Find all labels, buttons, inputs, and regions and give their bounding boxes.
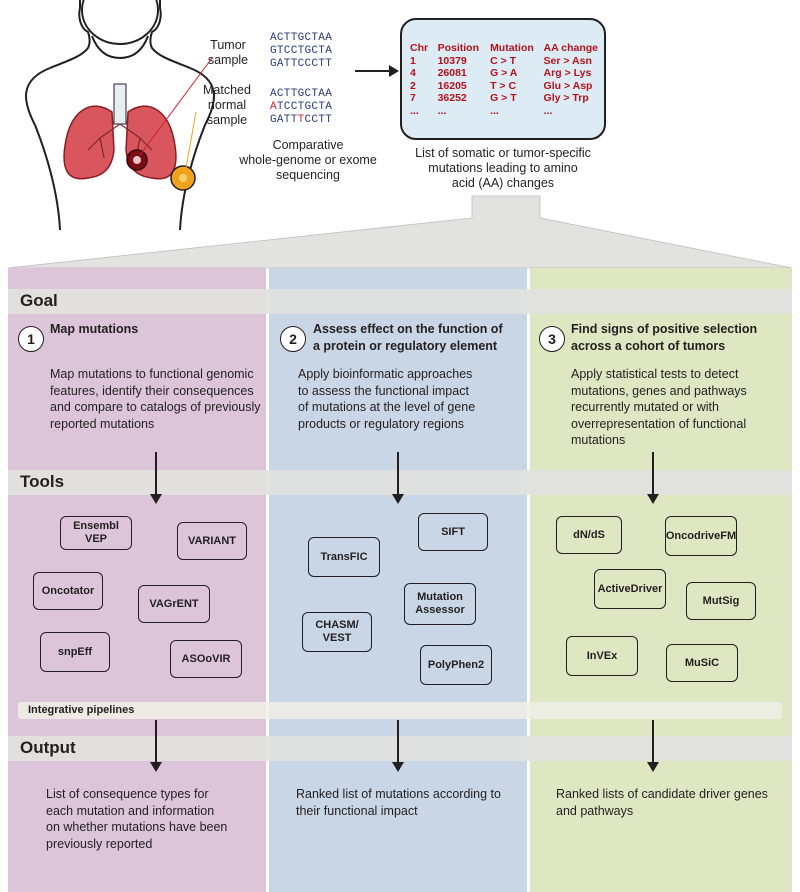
goal-title-1: Map mutations: [50, 322, 139, 336]
arrow-goal-tools-2: [392, 452, 404, 504]
header-mutation: Mutation: [490, 42, 534, 54]
goal-band: [8, 289, 792, 314]
table-row: ............: [410, 104, 553, 117]
arrow-to-list: [355, 65, 399, 77]
tool-variant: VARIANT: [177, 522, 247, 560]
tools-band: [8, 470, 792, 495]
pipelines-label: Integrative pipelines: [28, 704, 135, 716]
header-position: Position: [437, 42, 479, 54]
tool-chasm-vest: CHASM/ VEST: [302, 612, 372, 652]
arrow-tools-output-2: [392, 720, 404, 772]
tools-heading: Tools: [20, 472, 65, 491]
header-aa-change: AA change: [543, 42, 598, 54]
tool-asoovir: ASOoVIR: [170, 640, 242, 678]
tool-invex: InVEx: [566, 636, 638, 676]
goal-heading: Goal: [20, 291, 58, 310]
header-chr: Chr: [410, 42, 429, 54]
tool-activedriver: ActiveDriver: [594, 569, 666, 609]
tool-snpeff: snpEff: [40, 632, 110, 672]
tool-dnds: dN/dS: [556, 516, 622, 554]
tool-transfic: TransFIC: [308, 537, 380, 577]
column-functional-impact: [269, 268, 527, 892]
tool-music: MuSiC: [666, 644, 738, 682]
pipelines-band: [18, 702, 782, 719]
normal-sequences: ACTTGCTAA ATCCTGCTA GATTTCCTT: [270, 88, 333, 126]
arrow-tools-output-1: [150, 720, 162, 772]
output-heading: Output: [20, 738, 76, 757]
step-number-3: 3: [539, 326, 565, 352]
output-band: [8, 736, 792, 761]
zoom-funnel: [7, 195, 793, 269]
tumor-sequences: ACTTGCTAA GTCCTGCTA GATTCCCTT: [270, 32, 333, 70]
table-header-row: Chr Position Mutation AA change: [410, 42, 604, 55]
arrow-goal-tools-1: [150, 452, 162, 504]
step-number-1: 1: [18, 326, 44, 352]
patient-illustration: [25, 0, 215, 231]
arrow-goal-tools-3: [647, 452, 659, 504]
arrow-tools-output-3: [647, 720, 659, 772]
column-map-mutations: [8, 268, 266, 892]
tool-sift: SIFT: [418, 513, 488, 551]
tool-mutsig: MutSig: [686, 582, 756, 620]
column-positive-selection: [530, 268, 792, 892]
tool-polyphen2: PolyPhen2: [420, 645, 492, 685]
tool-ensembl-vep: Ensembl VEP: [60, 516, 132, 550]
tool-mutation-assessor: Mutation Assessor: [404, 583, 476, 625]
step-number-2: 2: [280, 326, 306, 352]
tool-oncodrivefm: OncodriveFM: [665, 516, 737, 556]
tool-oncotator: Oncotator: [33, 572, 103, 610]
tool-vagrent: VAGrENT: [138, 585, 210, 623]
